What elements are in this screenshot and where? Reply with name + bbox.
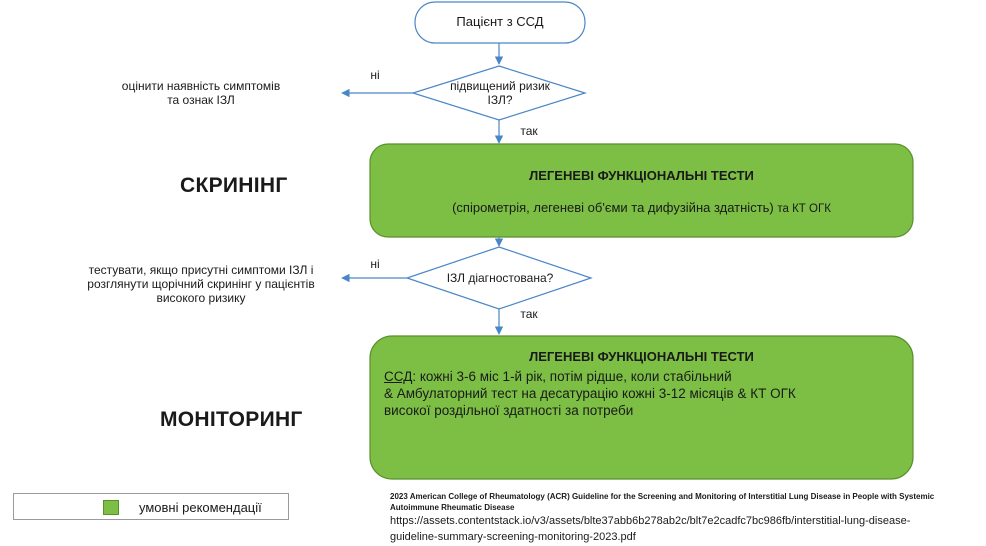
- screening-section-label: СКРИНІНГ: [180, 174, 288, 197]
- decision-1-label-line2: ІЗЛ?: [487, 93, 513, 107]
- citation: 2023 American College of Rheumatology (A…: [390, 491, 982, 545]
- screening-box-subtitle-tail: та КТ ОГК: [777, 203, 831, 215]
- decision-2-no-outcome-line2: розглянути щорічний скринінг у пацієнтів: [87, 277, 315, 291]
- decision-2-label: ІЗЛ діагностована?: [446, 271, 554, 285]
- decision-1-no-edge-label: ні: [370, 68, 380, 82]
- monitoring-box-title: ЛЕГЕНЕВІ ФУНКЦІОНАЛЬНІ ТЕСТИ: [529, 349, 754, 364]
- decision-2-no-outcome-line3: високого ризику: [156, 291, 246, 305]
- start-node: [414, 1, 586, 44]
- citation-url-line2: guideline-summary-screening-monitoring-2…: [390, 531, 636, 543]
- screening-box-subtitle: (спірометрія, легеневі об'єми та дифузій…: [370, 200, 913, 215]
- citation-url-line1: https://assets.contentstack.io/v3/assets…: [390, 515, 911, 527]
- monitoring-box: [369, 335, 914, 480]
- ssd-abbreviation: ССД: [384, 369, 413, 384]
- monitoring-line-2: & Амбулаторний тест на десатурацію кожні…: [384, 386, 796, 401]
- monitoring-line-3: високої роздільної здатності за потреби: [384, 403, 634, 418]
- monitoring-section-label: МОНІТОРИНГ: [160, 408, 303, 431]
- start-node-label: Пацієнт з ССД: [456, 14, 544, 29]
- legend-color-swatch: [103, 500, 119, 515]
- decision-1-yes-edge-label: так: [520, 124, 538, 138]
- decision-1-no-outcome-line1: оцінити наявність симптомів: [121, 79, 281, 93]
- citation-title-line2: Autoimmune Rheumatic Disease: [390, 503, 515, 512]
- screening-box: [369, 143, 914, 238]
- decision-1-diamond: [410, 65, 588, 121]
- legend: умовні рекомендації: [13, 493, 289, 520]
- decision-2-yes-edge-label: так: [520, 307, 538, 321]
- monitoring-box-body: ССД: кожні 3-6 міс 1-й рік, потім рідше,…: [384, 368, 904, 419]
- decision-2-no-edge-label: ні: [370, 257, 380, 271]
- monitoring-line-1: ССД: кожні 3-6 міс 1-й рік, потім рідше,…: [384, 368, 904, 385]
- decision-1-no-outcome-line2: та ознак ІЗЛ: [167, 93, 235, 107]
- legend-label: умовні рекомендації: [139, 500, 262, 515]
- decision-1-label-line1: підвищений ризик: [450, 79, 550, 93]
- decision-2-no-outcome-line1: тестувати, якщо присутні симптоми ІЗЛ і: [88, 263, 314, 277]
- screening-box-subtitle-main: (спірометрія, легеневі об'єми та дифузій…: [452, 200, 774, 215]
- decision-2-diamond: [405, 246, 593, 310]
- decision-1-label: підвищений ризик ІЗЛ?: [430, 79, 570, 107]
- citation-title-line1: 2023 American College of Rheumatology (A…: [390, 492, 935, 501]
- screening-box-title: ЛЕГЕНЕВІ ФУНКЦІОНАЛЬНІ ТЕСТИ: [529, 168, 754, 183]
- decision-1-no-outcome: оцінити наявність симптомів та ознак ІЗЛ: [96, 79, 306, 107]
- decision-2-no-outcome: тестувати, якщо присутні симптоми ІЗЛ і …: [60, 263, 342, 305]
- monitoring-line-1-rest: : кожні 3-6 міс 1-й рік, потім рідше, ко…: [412, 369, 732, 384]
